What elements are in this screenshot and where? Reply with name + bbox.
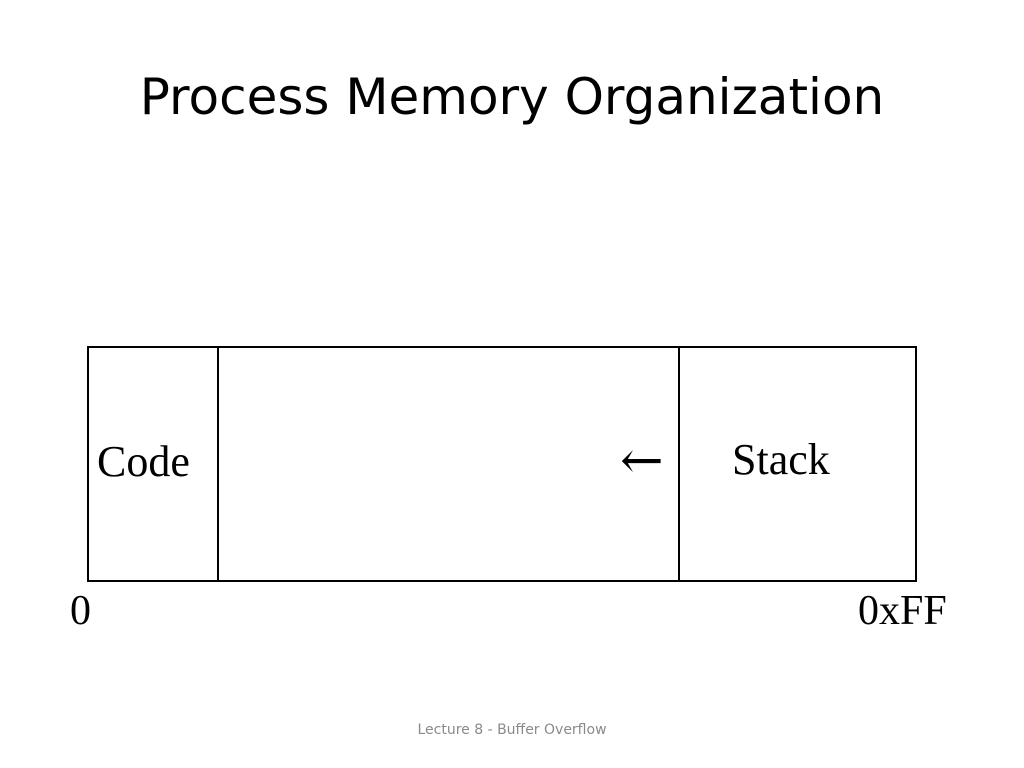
slide-footer: Lecture 8 - Buffer Overflow <box>417 722 607 738</box>
start-address-label: 0 <box>70 588 91 634</box>
code-segment-label: Code <box>97 437 190 486</box>
stack-growth-arrow-icon: ← <box>620 431 664 491</box>
memory-bar <box>87 346 917 582</box>
stack-segment-label: Stack <box>732 435 830 484</box>
end-address-label: 0xFF <box>858 588 947 634</box>
slide-title: Process Memory Organization <box>139 68 885 126</box>
